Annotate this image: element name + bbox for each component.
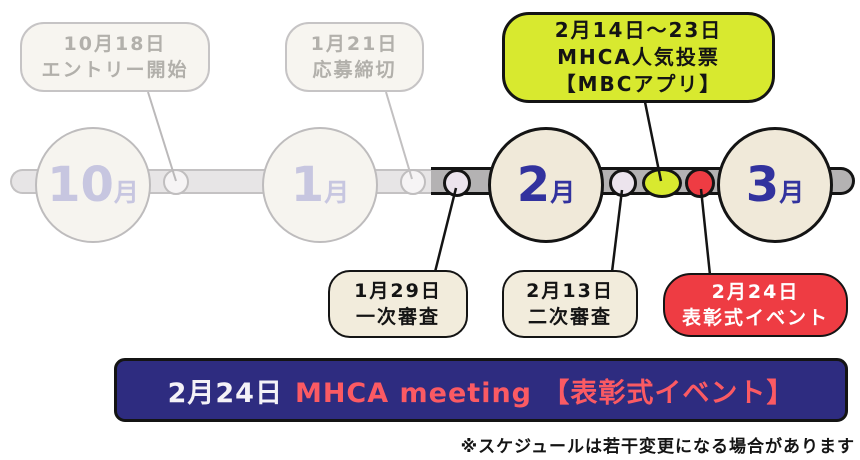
callout-award-ceremony: 2月24日 表彰式イベント [663,273,848,337]
callout-date: 2月24日 [711,281,800,303]
leader-line-award-ceremony [699,188,712,276]
month-circle-march: 3 月 [717,127,833,243]
leader-line-entry-start [147,91,177,182]
callout-label: 応募締切 [312,59,397,81]
leader-line-second-screening [610,189,624,273]
callout-date: 1月21日 [310,33,399,55]
month-number: 1 [290,157,325,213]
month-suffix: 月 [113,177,139,207]
month-suffix: 月 [779,177,805,207]
event-marker-popularity-vote [642,168,682,198]
event-dot-second-screening [609,169,637,197]
month-suffix: 月 [550,177,576,207]
callout-entry-start: 10月18日 エントリー開始 [20,22,210,92]
leader-line-first-screening [433,187,458,273]
callout-first-screening: 1月29日 一次審査 [328,270,468,338]
callout-sublabel: 【MBCアプリ】 [555,72,722,96]
leader-line-entry-deadline [385,91,413,180]
month-number: 3 [745,157,780,213]
month-number: 2 [516,157,551,213]
footnote-disclaimer: ※スケジュールは若干変更になる場合があります [460,437,855,457]
callout-label: 一次審査 [355,306,440,328]
callout-entry-deadline: 1月21日 応募締切 [285,22,424,92]
month-number: 10 [47,157,114,213]
month-circle-january: 1 月 [262,127,378,243]
callout-date: 2月13日 [526,280,614,302]
callout-label: 二次審査 [527,306,612,328]
event-dot-entry-deadline [400,169,426,195]
callout-label: MHCA人気投票 [557,45,720,69]
callout-label: エントリー開始 [41,59,189,81]
month-suffix: 月 [324,177,350,207]
banner-date: 2月24日 [167,377,283,409]
event-dot-first-screening [443,169,471,197]
callout-second-screening: 2月13日 二次審査 [502,270,638,338]
event-dot-entry-start [163,169,189,195]
callout-label: 表彰式イベント [681,307,829,329]
award-meeting-banner: 2月24日 MHCA meeting 【表彰式イベント】 [114,358,848,422]
event-dot-award-ceremony [685,168,715,198]
callout-date: 1月29日 [354,280,442,302]
month-circle-february: 2 月 [488,127,604,243]
callout-date: 10月18日 [63,33,167,55]
callout-popularity-vote: 2月14日〜23日 MHCA人気投票 【MBCアプリ】 [502,12,775,103]
banner-event: MHCA meeting 【表彰式イベント】 [294,377,795,409]
month-circle-october: 10 月 [35,127,151,243]
callout-date: 2月14日〜23日 [554,18,723,42]
